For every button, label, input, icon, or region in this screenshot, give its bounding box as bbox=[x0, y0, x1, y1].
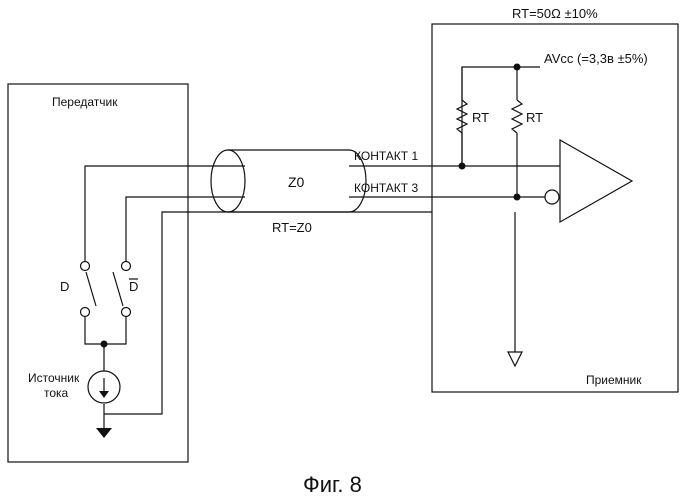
ground-symbol-receiver bbox=[508, 352, 522, 366]
receiver-wiring bbox=[349, 64, 560, 367]
transmitter-wiring bbox=[81, 166, 433, 438]
resistor-1-label: RT bbox=[472, 110, 489, 125]
resistor-2-label: RT bbox=[526, 110, 543, 125]
supply-label: AVcc (=3,3в ±5%) bbox=[544, 51, 648, 66]
ground-symbol-transmitter bbox=[96, 428, 112, 438]
current-source-label-1: Источник bbox=[28, 371, 80, 385]
receiver-comparator bbox=[545, 140, 632, 222]
contact-1-label: КОНТАКТ 1 bbox=[354, 149, 418, 163]
switch-d-label: D bbox=[60, 279, 69, 294]
contact-3-label: КОНТАКТ 3 bbox=[354, 181, 418, 195]
transmitter-label: Передатчик bbox=[52, 95, 118, 109]
current-source-label-2: тока bbox=[44, 386, 69, 400]
current-source bbox=[88, 371, 120, 403]
cable-termination-label: RT=Z0 bbox=[272, 220, 312, 235]
cable-impedance-label: Z0 bbox=[288, 174, 305, 190]
switch-d-bar-label: D bbox=[129, 279, 138, 294]
rt-spec: RT=50Ω ±10% bbox=[512, 6, 598, 21]
figure-caption: Фиг. 8 bbox=[303, 472, 362, 497]
transmitter-box bbox=[8, 84, 188, 462]
receiver-label: Приемник bbox=[586, 373, 642, 387]
receiver-box bbox=[432, 24, 678, 392]
